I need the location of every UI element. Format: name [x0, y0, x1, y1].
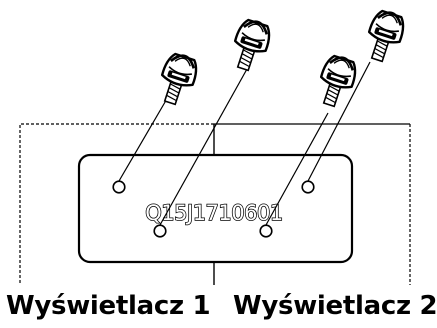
screw-hole-icon [301, 180, 315, 194]
guide-line-3 [265, 112, 329, 226]
mounting-diagram: Q15J1710601 [19, 6, 411, 285]
guide-line-4 [307, 61, 371, 182]
display-2-label: Wyświetlacz 2 [233, 291, 437, 321]
screw-hole-icon [259, 224, 273, 238]
mounting-plate [77, 153, 354, 264]
thumb-screw-icon [312, 51, 361, 112]
thumb-screw-icon [153, 49, 202, 110]
guide-line-1 [118, 96, 169, 182]
display-1-label: Wyświetlacz 1 [6, 291, 211, 321]
screw-hole-icon [112, 180, 126, 194]
thumb-screw-icon [360, 6, 409, 67]
screw-hole-icon [153, 224, 167, 238]
guide-line-2 [159, 68, 248, 226]
panel-code: Q15J1710601 [145, 201, 282, 225]
thumb-screw-icon [226, 15, 275, 76]
display-1-outline [19, 123, 214, 285]
